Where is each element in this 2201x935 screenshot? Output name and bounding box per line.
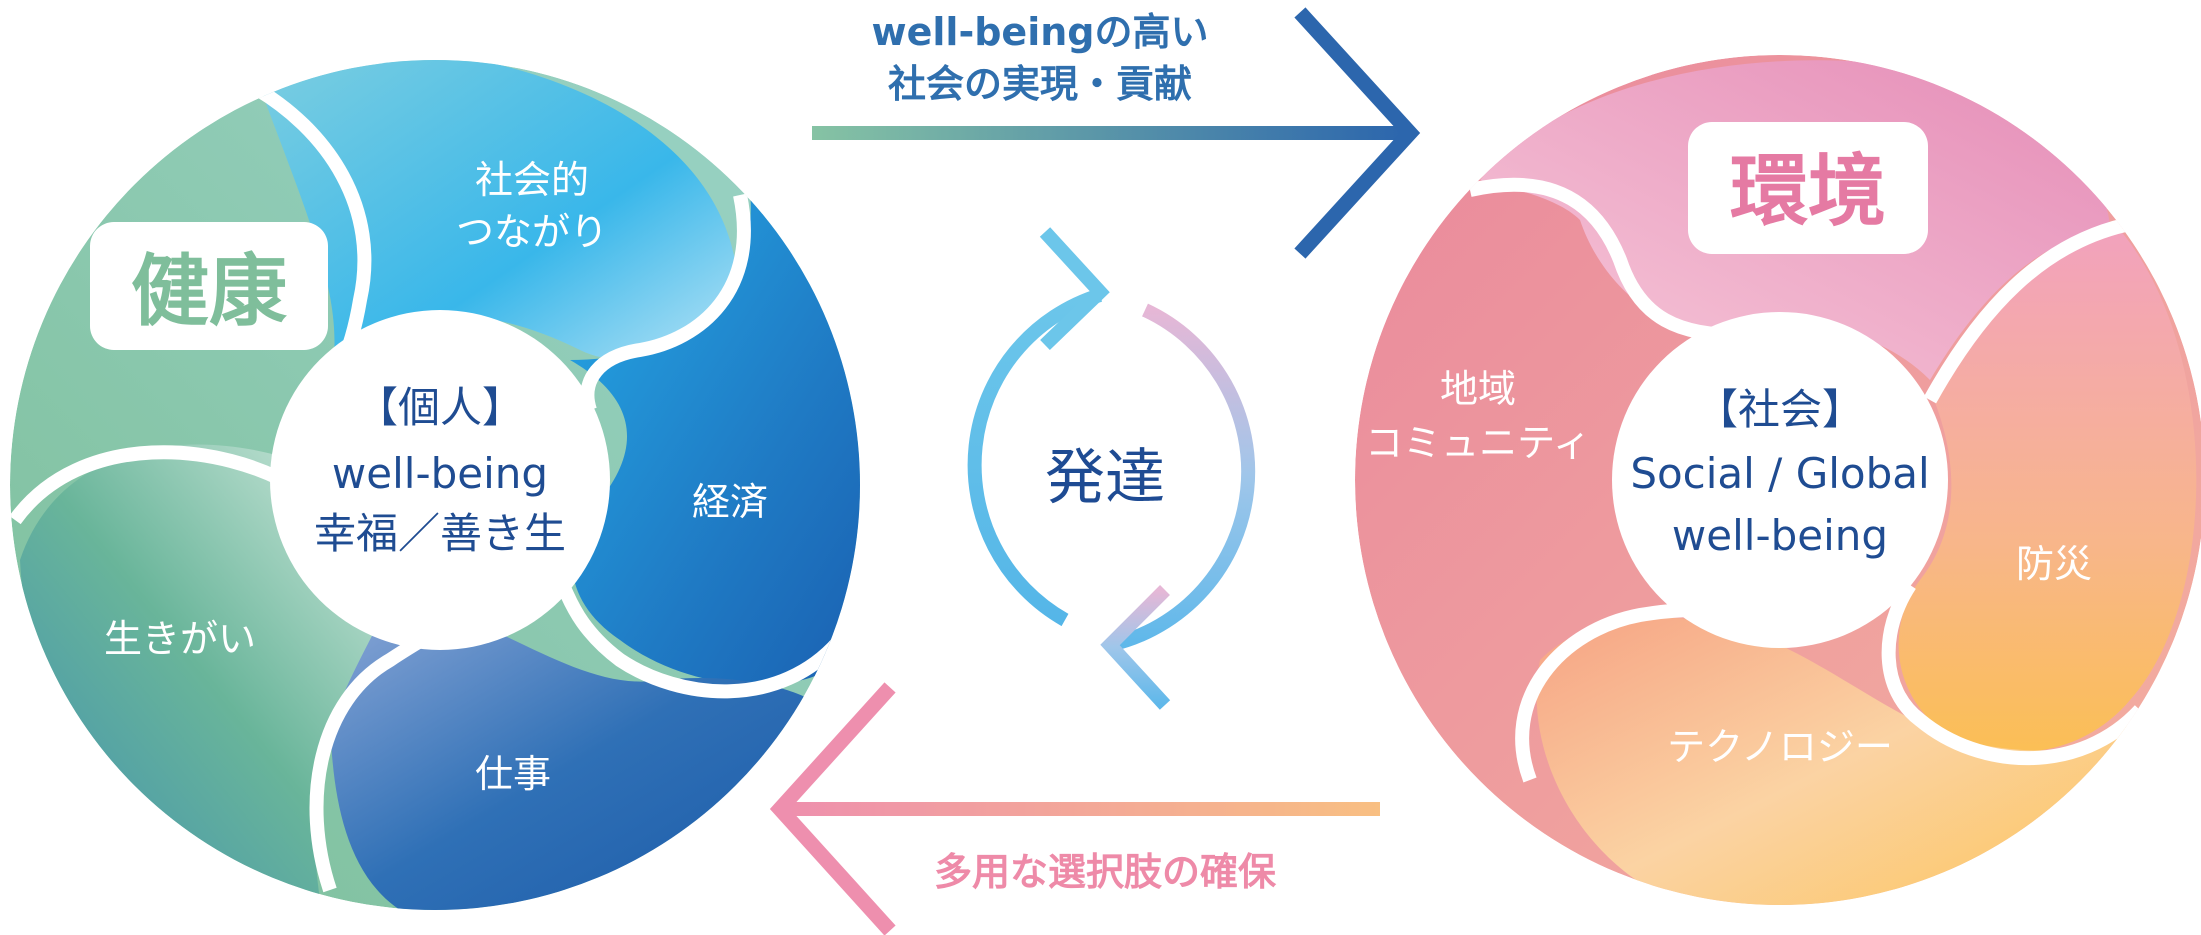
right-title-box (1688, 122, 1928, 254)
top-arrow-line2: 社会の実現・貢献 (888, 62, 1192, 106)
cycle-arc-left (967, 288, 1103, 627)
segment-economy (570, 190, 860, 685)
label-work: 仕事 (475, 752, 551, 796)
label-social-line2: つながり (456, 210, 608, 254)
bottom-arrow-head (769, 682, 896, 935)
left-center-line3: 幸福／善き生 (314, 509, 566, 558)
segment-social (250, 60, 737, 380)
right-center-disc (1612, 312, 1948, 648)
top-arrow-line1: well-beingの高い (872, 10, 1209, 54)
cycle-arc-right (1108, 303, 1256, 652)
bottom-arrow-label: 多用な選択肢の確保 (934, 850, 1277, 894)
right-center-line3: well-being (1672, 511, 1888, 560)
label-purpose: 生きがい (104, 617, 256, 661)
separator (10, 445, 304, 525)
left-center-disc (270, 310, 610, 650)
development-cycle: 発達 (967, 227, 1256, 710)
label-community-line2: コミュニティ (1365, 421, 1591, 465)
separator (1923, 218, 2127, 404)
left-center-line1: 【個人】 (356, 383, 524, 432)
left-title-box (90, 222, 328, 350)
bottom-arrow-shaft (780, 802, 1380, 816)
label-technology: テクノロジー (1667, 725, 1893, 769)
separator (580, 193, 751, 413)
segment-disaster (1898, 230, 2197, 753)
separator (1881, 581, 2146, 766)
separator (558, 586, 846, 699)
left-center-line2: well-being (332, 449, 548, 498)
cycle-label: 発達 (1045, 443, 1165, 513)
top-arrow-shaft (812, 126, 1402, 140)
right-center-line1: 【社会】 (1696, 385, 1864, 434)
label-disaster: 防災 (2016, 542, 2092, 586)
bottom-arrow: 多用な選択肢の確保 (769, 682, 1380, 935)
right-center-line2: Social / Global (1630, 449, 1929, 498)
cycle-arrowhead-bottom (1100, 585, 1171, 710)
segment-technology (1536, 617, 2130, 905)
label-community-line1: 地域 (1440, 367, 1516, 411)
right-title: 環境 (1730, 147, 1886, 237)
top-arrow: well-beingの高い 社会の実現・貢献 (812, 7, 1421, 259)
cycle-arrowhead-top (1039, 227, 1110, 351)
label-economy: 経済 (692, 480, 768, 524)
label-social-line1: 社会的 (475, 158, 589, 202)
separator (1468, 177, 1741, 342)
top-arrow-head (1294, 7, 1421, 259)
left-title: 健康 (131, 247, 287, 337)
